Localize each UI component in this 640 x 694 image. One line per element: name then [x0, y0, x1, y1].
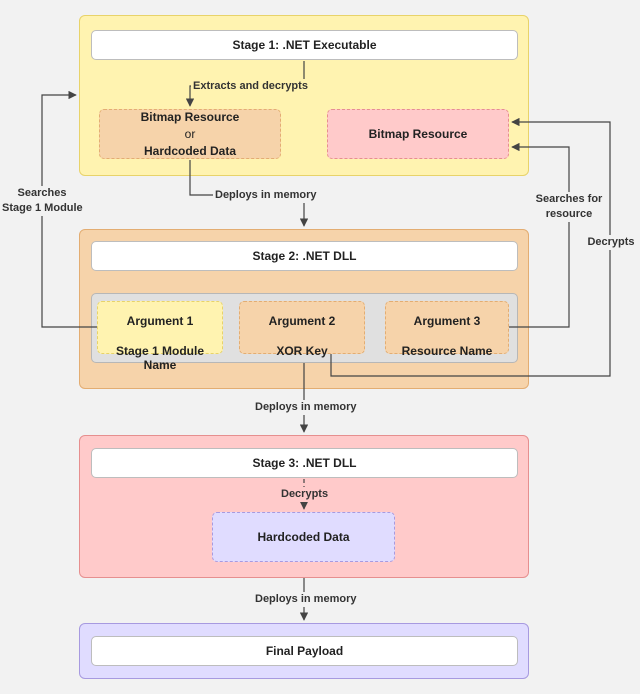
argument-3-box: Argument 3 Resource Name: [385, 301, 509, 358]
stage2-title-text: Stage 2: .NET DLL: [252, 249, 357, 263]
final-payload-text: Final Payload: [265, 644, 344, 658]
extracts-label: Extracts and decrypts: [191, 79, 310, 94]
bitmap-resource-right-text: Bitmap Resource: [368, 127, 468, 141]
stage1-title: Stage 1: .NET Executable: [91, 30, 518, 60]
argument-1-value: Stage 1 Module Name: [115, 344, 204, 372]
argument-2-value: XOR Key: [276, 344, 328, 358]
stage1-title-text: Stage 1: .NET Executable: [232, 38, 377, 52]
deploys-label-1: Deploys in memory: [213, 188, 319, 203]
bitmap-or-hardcoded-box: Bitmap Resource or Hardcoded Data: [99, 109, 281, 159]
bitmap-resource-box: Bitmap Resource: [327, 109, 509, 159]
stage3-title-text: Stage 3: .NET DLL: [252, 456, 357, 470]
or-text: or: [184, 126, 196, 141]
argument-3-title: Argument 3: [413, 314, 481, 328]
bitmap-resource-text: Bitmap Resource: [140, 109, 240, 124]
argument-2-title: Argument 2: [268, 314, 336, 328]
argument-2-box: Argument 2 XOR Key: [239, 301, 365, 358]
deploys-label-3: Deploys in memory: [253, 592, 359, 607]
searches-resource-arrow: [509, 142, 570, 328]
stage3-title: Stage 3: .NET DLL: [91, 448, 518, 478]
argument-3-value: Resource Name: [401, 344, 493, 358]
decrypts-stage3-label: Decrypts: [279, 487, 331, 502]
decrypts-loop-arrow: [330, 117, 611, 377]
stage3-hardcoded-data-text: Hardcoded Data: [257, 530, 350, 544]
hardcoded-data-box: Hardcoded Data: [212, 512, 395, 562]
decrypts-right-label: Decrypts: [584, 235, 638, 250]
argument-1-box: Argument 1 Stage 1 Module Name: [97, 301, 223, 372]
deploys-label-2: Deploys in memory: [253, 400, 359, 415]
stage2-title: Stage 2: .NET DLL: [91, 241, 518, 271]
final-payload-title: Final Payload: [91, 636, 518, 666]
hardcoded-data-text: Hardcoded Data: [143, 143, 237, 158]
argument-1-title: Argument 1: [126, 314, 194, 328]
